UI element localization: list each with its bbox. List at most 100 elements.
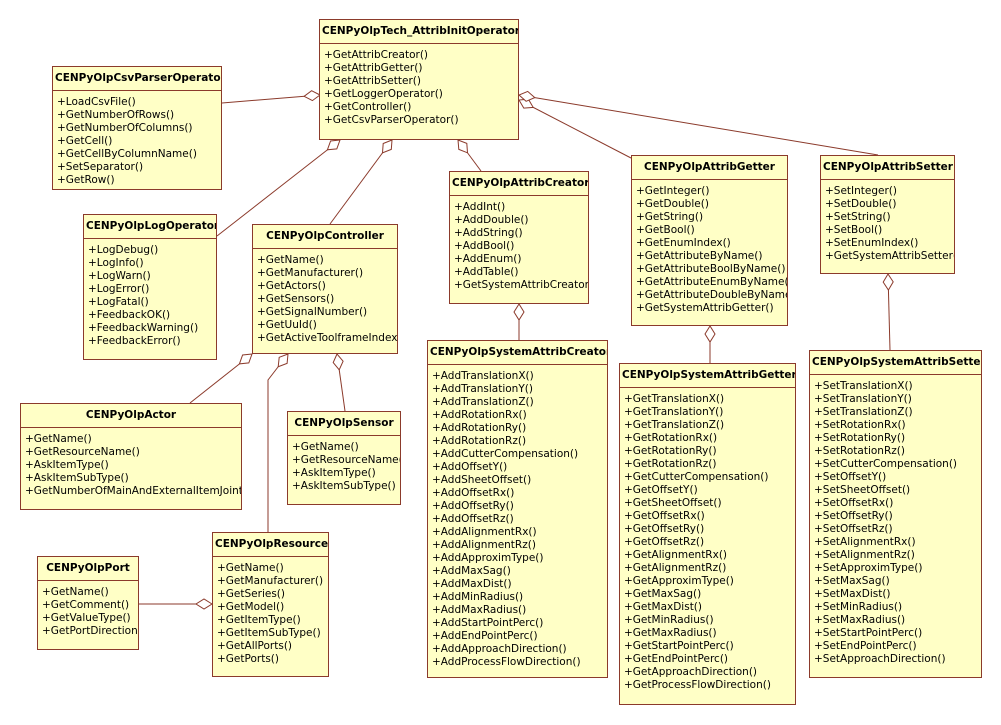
operation-item: +FeedbackError()	[88, 335, 181, 347]
class-name: CENPyOlpAttribGetter	[632, 156, 787, 180]
operation-item: +GetDouble()	[636, 198, 709, 210]
class-controller[interactable]: CENPyOlpController +GetName()+GetManufac…	[252, 224, 398, 354]
operation-item: +SetSeparator()	[57, 161, 144, 173]
operation-item: +LogFatal()	[88, 296, 149, 308]
aggregation-diamond-attribInit-controller	[381, 139, 393, 154]
aggregation-line-attribInit-logOperator	[216, 139, 341, 237]
class-attrib-creator[interactable]: CENPyOlpAttribCreator +AddInt()+AddDoubl…	[449, 171, 589, 304]
aggregation-line-attribInit-attribSetter	[518, 94, 879, 156]
operation-item: +GetSheetOffset()	[624, 497, 722, 509]
operation-item: +AddTranslationZ()	[432, 396, 534, 408]
operation-item: +SetBool()	[825, 224, 883, 236]
operation-item: +GetAttribGetter()	[324, 62, 423, 74]
operations-list: +AddInt()+AddDouble()+AddString()+AddBoo…	[450, 196, 588, 294]
aggregation-diamond-attribGetter-sysGetter	[704, 325, 716, 343]
operation-item: +AddMinRadius()	[432, 591, 524, 603]
operation-item: +AddEndPointPerc()	[432, 630, 538, 642]
operation-item: +GetMinRadius()	[624, 614, 714, 626]
class-system-attrib-creator[interactable]: CENPyOlpSystemAttribCreator +AddTranslat…	[427, 340, 608, 678]
operation-item: +SetAlignmentRx()	[814, 536, 916, 548]
operation-item: +AskItemSubType()	[25, 472, 129, 484]
operation-item: +GetManufacturer()	[217, 575, 324, 587]
operations-list: +GetName()+GetComment()+GetValueType()+G…	[38, 581, 138, 640]
operation-item: +GetName()	[42, 586, 109, 598]
operation-item: +GetModel()	[217, 601, 285, 613]
class-attrib-setter[interactable]: CENPyOlpAttribSetter +SetInteger()+SetDo…	[820, 155, 955, 274]
operation-item: +GetActors()	[257, 280, 326, 292]
operation-item: +GetAttribSetter()	[324, 75, 421, 87]
class-system-attrib-setter[interactable]: CENPyOlpSystemAttribSetter +SetTranslati…	[809, 350, 982, 678]
operation-item: +SetRotationRx()	[814, 419, 906, 431]
operation-item: +GetNumberOfRows()	[57, 109, 175, 121]
operation-item: +GetTranslationY()	[624, 406, 724, 418]
operation-item: +GetInteger()	[636, 185, 710, 197]
operation-item: +AddOffsetRx()	[432, 487, 515, 499]
class-log-operator[interactable]: CENPyOlpLogOperator +LogDebug()+LogInfo(…	[83, 214, 217, 360]
operation-item: +GetMaxSag()	[624, 588, 702, 600]
operation-item: +GetItemSubType()	[217, 627, 321, 639]
operations-list: +GetName()+GetResourceName()+AskItemType…	[288, 436, 400, 495]
operation-item: +AddRotationRz()	[432, 435, 527, 447]
class-sensor[interactable]: CENPyOlpSensor +GetName()+GetResourceNam…	[287, 411, 401, 505]
operation-item: +SetMaxSag()	[814, 575, 890, 587]
operation-item: +GetBool()	[636, 224, 695, 236]
operation-item: +GetRotationRy()	[624, 445, 717, 457]
class-system-attrib-getter[interactable]: CENPyOlpSystemAttribGetter +GetTranslati…	[619, 363, 796, 705]
operation-item: +GetAttributeBoolByName()	[636, 263, 786, 275]
class-name: CENPyOlpController	[253, 225, 397, 249]
operation-item: +SetTranslationY()	[814, 393, 912, 405]
operation-item: +GetActiveToolframeIndex()	[257, 332, 398, 344]
operation-item: +GetName()	[257, 254, 324, 266]
operation-item: +SetEnumIndex()	[825, 237, 919, 249]
operation-item: +AddMaxSag()	[432, 565, 511, 577]
class-csv-parser-operator[interactable]: CENPyOlpCsvParserOperator +LoadCsvFile()…	[52, 66, 222, 190]
aggregation-diamond-attribInit-csvParser	[303, 90, 321, 102]
operation-item: +GetString()	[636, 211, 704, 223]
class-name: CENPyOlpSystemAttribSetter	[810, 351, 981, 375]
operation-item: +AddMaxRadius()	[432, 604, 527, 616]
class-attrib-init-operator[interactable]: CENPyOlpTech_AttribInitOperator +GetAttr…	[319, 19, 519, 140]
operation-item: +SetMaxRadius()	[814, 614, 906, 626]
operation-item: +AddTranslationY()	[432, 383, 533, 395]
operation-item: +GetOffsetRy()	[624, 523, 705, 535]
operations-list: +AddTranslationX()+AddTranslationY()+Add…	[428, 365, 607, 671]
operation-item: +FeedbackOK()	[88, 309, 171, 321]
operation-item: +AddRotationRy()	[432, 422, 527, 434]
operation-item: +GetOffsetY()	[624, 484, 698, 496]
class-port[interactable]: CENPyOlpPort +GetName()+GetComment()+Get…	[37, 556, 139, 650]
aggregation-diamond-attribInit-logOperator	[326, 139, 341, 151]
operation-item: +GetEndPointPerc()	[624, 653, 729, 665]
operation-item: +AddMaxDist()	[432, 578, 512, 590]
operation-item: +AskItemType()	[292, 467, 376, 479]
class-name: CENPyOlpAttribSetter	[821, 156, 954, 180]
operation-item: +GetAttribCreator()	[324, 49, 429, 61]
class-name: CENPyOlpResource	[213, 533, 328, 557]
operation-item: +AddString()	[454, 227, 523, 239]
aggregation-diamond-resource-port	[195, 598, 213, 610]
operation-item: +GetEnumIndex()	[636, 237, 731, 249]
operation-item: +GetValueType()	[42, 612, 131, 624]
operation-item: +GetCell()	[57, 135, 113, 147]
class-actor[interactable]: CENPyOlpActor +GetName()+GetResourceName…	[20, 403, 242, 510]
operation-item: +SetSheetOffset()	[814, 484, 911, 496]
operation-item: +GetUuId()	[257, 319, 317, 331]
operation-item: +AddProcessFlowDirection()	[432, 656, 581, 668]
operation-item: +GetResourceName()	[25, 446, 140, 458]
class-name: CENPyOlpAttribCreator	[450, 172, 588, 196]
operation-item: +SetCutterCompensation()	[814, 458, 958, 470]
operations-list: +GetName()+GetManufacturer()+GetSeries()…	[213, 557, 328, 668]
class-resource[interactable]: CENPyOlpResource +GetName()+GetManufactu…	[212, 532, 329, 677]
operation-item: +AddAlignmentRz()	[432, 539, 536, 551]
operation-item: +GetApproximType()	[624, 575, 734, 587]
operation-item: +GetTranslationZ()	[624, 419, 725, 431]
aggregation-line-controller-resource	[267, 353, 289, 532]
operations-list: +GetAttribCreator()+GetAttribGetter()+Ge…	[320, 44, 518, 129]
operation-item: +SetRotationRy()	[814, 432, 906, 444]
operation-item: +AddOffsetRy()	[432, 500, 514, 512]
operation-item: +AddEnum()	[454, 253, 522, 265]
operation-item: +GetProcessFlowDirection()	[624, 679, 771, 691]
class-attrib-getter[interactable]: CENPyOlpAttribGetter +GetInteger()+GetDo…	[631, 155, 788, 326]
operation-item: +SetOffsetY()	[814, 471, 887, 483]
operation-item: +GetCsvParserOperator()	[324, 114, 459, 126]
aggregation-line-attribInit-attribGetter	[518, 99, 632, 159]
